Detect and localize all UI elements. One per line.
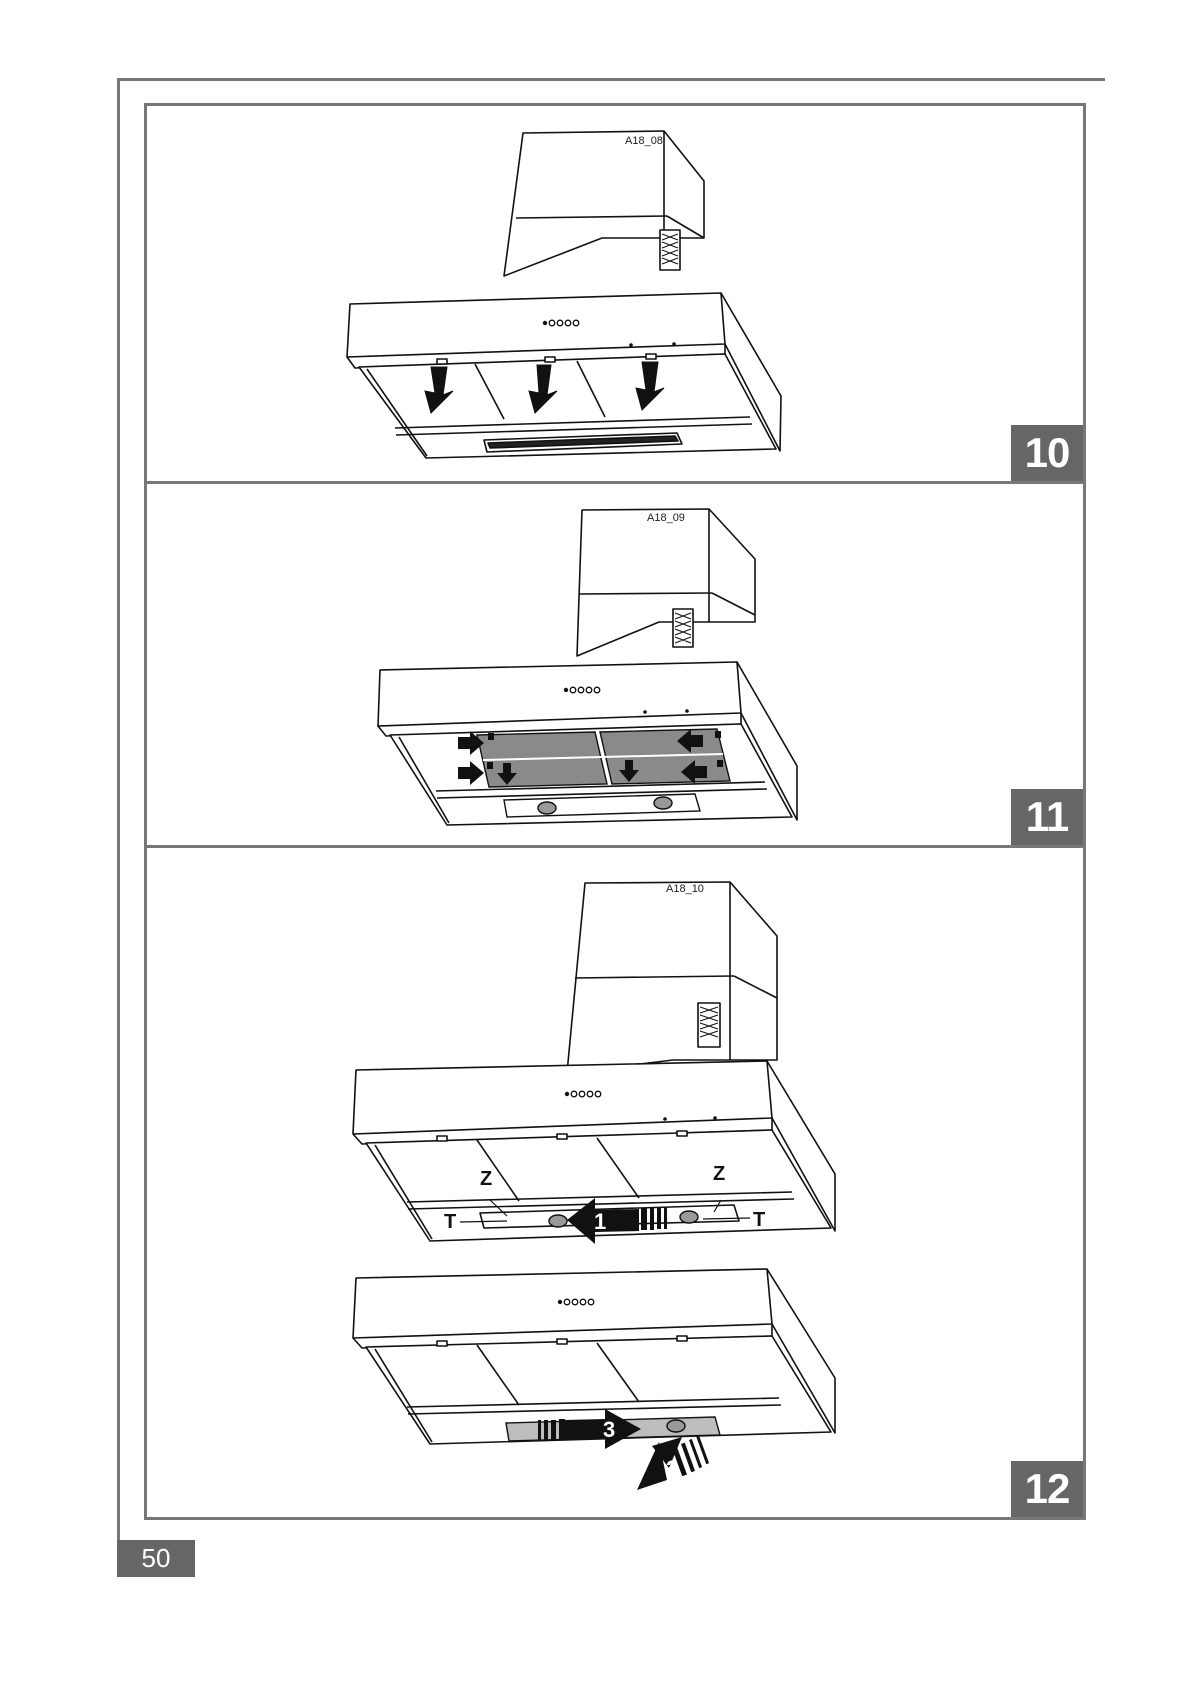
figure-10-code: A18_08	[625, 135, 663, 147]
figure-11-panel: A18_09 11	[144, 481, 1086, 848]
figure-11-code: A18_09	[647, 512, 685, 524]
figure-12-label-t-left: T	[444, 1211, 456, 1233]
page-frame-top-rule	[117, 78, 1105, 81]
figure-11-number: 11	[1011, 789, 1083, 845]
figure-12-panel: 1 Z Z T T 3 2	[144, 845, 1086, 1520]
figure-12-label-z-left: Z	[480, 1168, 492, 1190]
page-frame-left-rule	[117, 78, 120, 1541]
figure-10-hood-illustration: A18_08	[147, 106, 1089, 487]
figure-10-number: 10	[1011, 425, 1083, 481]
figure-12-step-3: 3	[603, 1417, 615, 1442]
figure-12-label-t-right: T	[753, 1209, 765, 1231]
figure-11-hood-illustration: A18_09	[147, 484, 1089, 851]
figure-12-step-1: 1	[594, 1209, 606, 1234]
page-number: 50	[117, 1540, 195, 1577]
figure-12-code: A18_10	[666, 883, 704, 895]
figure-10-panel: A18_08 10	[144, 103, 1086, 484]
figure-12-step-2: 2	[666, 1456, 678, 1481]
figure-12-label-z-right: Z	[713, 1163, 725, 1185]
figure-12-hood-illustration: 1 Z Z T T 3 2	[147, 848, 1089, 1523]
figure-12-number: 12	[1011, 1461, 1083, 1517]
